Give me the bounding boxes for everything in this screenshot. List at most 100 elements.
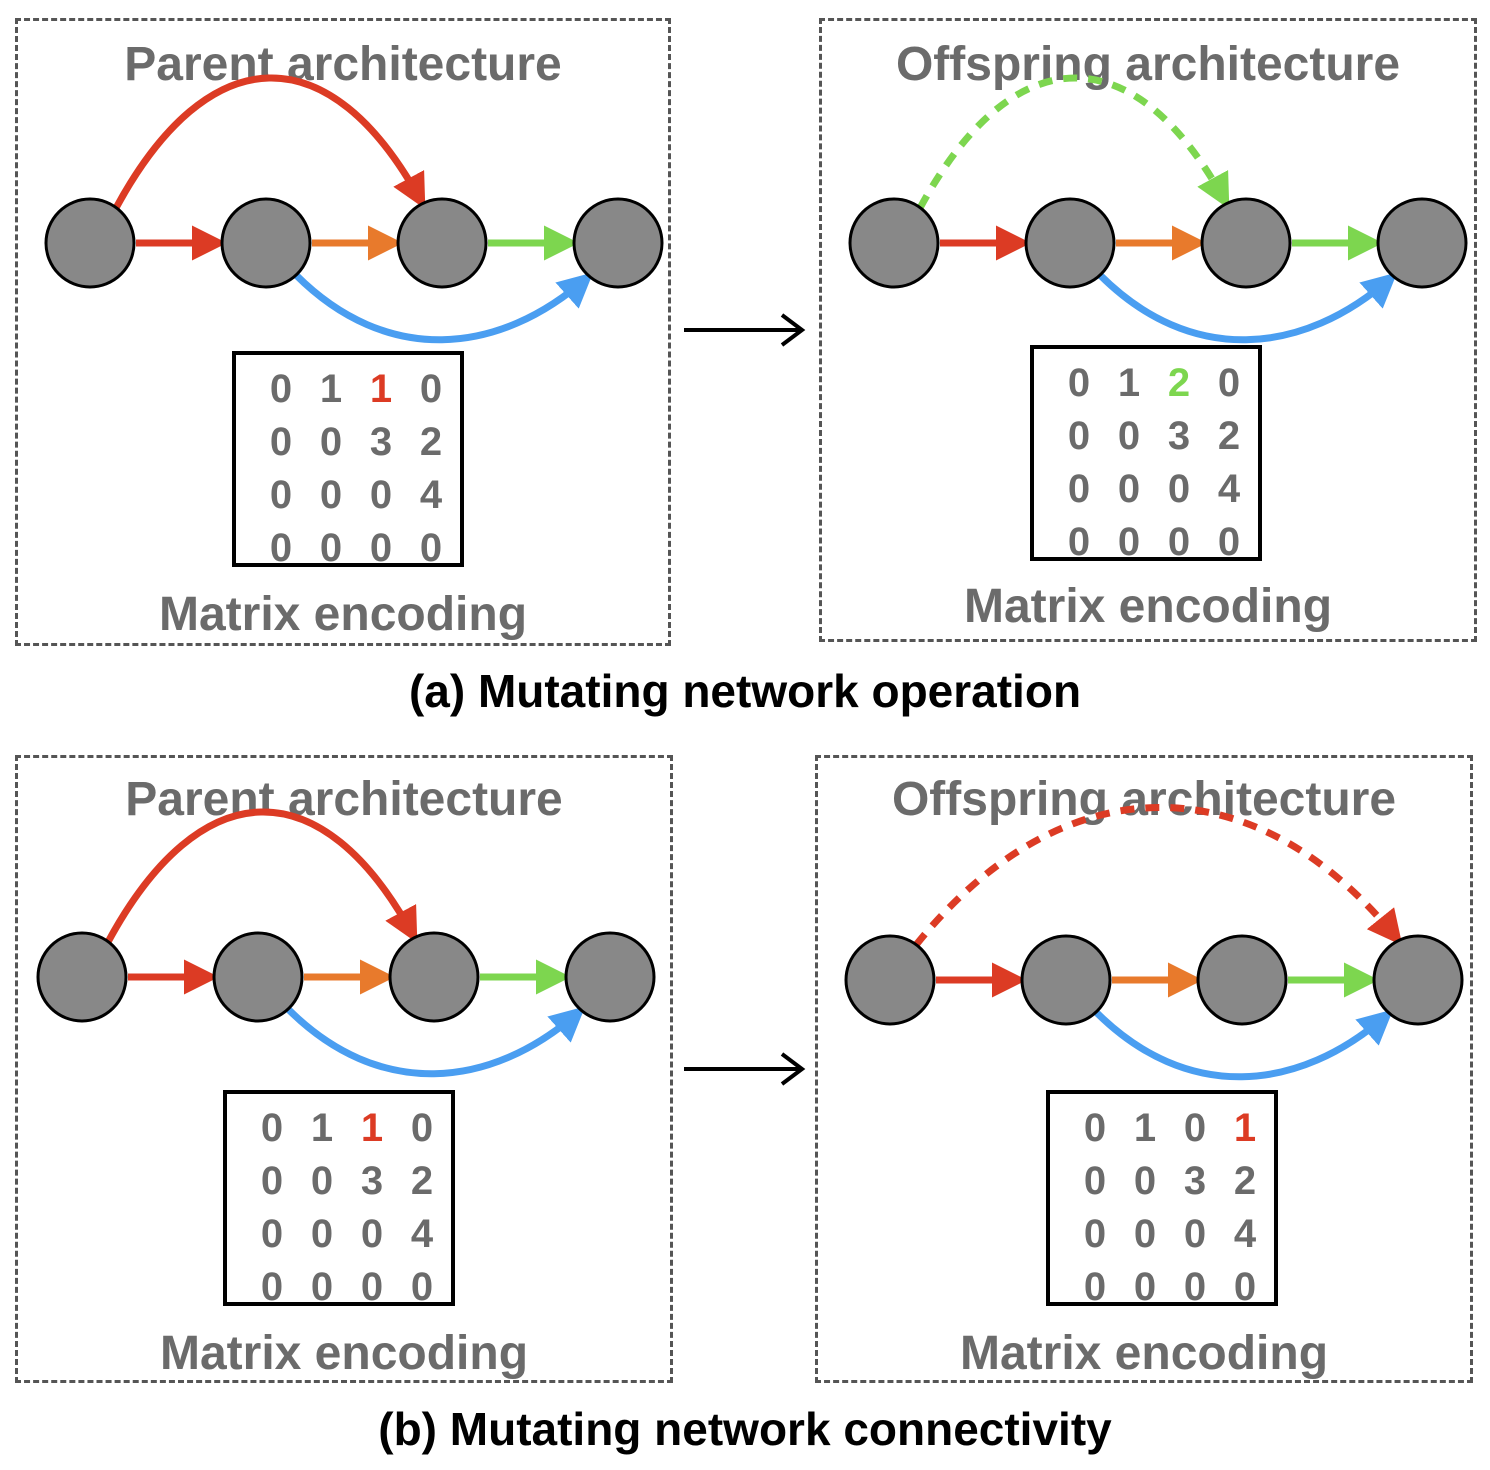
matrix-cell: 4	[410, 1212, 434, 1256]
matrix-cell: 0	[1183, 1106, 1207, 1150]
matrix-cell: 0	[269, 473, 293, 517]
graph-node-1	[212, 931, 304, 1023]
graph-node-0	[36, 931, 128, 1023]
matrix-cell: 0	[369, 526, 393, 570]
edge-1-3	[1093, 1009, 1394, 1081]
matrix-cell: 0	[1183, 1212, 1207, 1256]
matrix-cell: 0	[1167, 520, 1191, 564]
matrix-cell: 0	[1117, 414, 1141, 458]
matrix-cell: 0	[1083, 1159, 1107, 1203]
matrix-cell: 3	[1183, 1159, 1207, 1203]
matrix-cell: 1	[1117, 361, 1141, 405]
matrix-cell: 0	[410, 1265, 434, 1309]
matrix-cell: 4	[419, 473, 443, 517]
matrix-cell: 0	[360, 1265, 384, 1309]
matrix-cell: 0	[269, 526, 293, 570]
matrix-cell: 0	[1067, 361, 1091, 405]
panel-footer: Matrix encoding	[158, 588, 528, 641]
matrix-cell: 0	[260, 1159, 284, 1203]
graph-node-2	[1196, 934, 1288, 1026]
graph-node-2	[388, 931, 480, 1023]
matrix-cell: 0	[1083, 1265, 1107, 1309]
matrix-cell: 3	[369, 420, 393, 464]
matrix-cell: 0	[1117, 467, 1141, 511]
matrix-cell: 0	[419, 367, 443, 411]
matrix-cell: 0	[319, 526, 343, 570]
panel-title: Offspring architecture	[895, 38, 1401, 91]
matrix-cell: 0	[269, 420, 293, 464]
matrix-cell: 0	[360, 1212, 384, 1256]
right-arrow-icon	[684, 313, 806, 347]
graph-node-1	[220, 197, 312, 289]
graph-node-0	[844, 934, 936, 1026]
matrix-cell: 2	[419, 420, 443, 464]
graph-node-0	[848, 197, 940, 289]
matrix-cell: 1	[319, 367, 343, 411]
matrix-cell: 2	[1217, 414, 1241, 458]
right-arrow-icon	[684, 1052, 806, 1086]
edge-1-3	[1097, 272, 1398, 344]
graph-node-3	[1372, 934, 1464, 1026]
edge-0-2-mutated	[916, 74, 1230, 210]
edge-0-2	[112, 74, 426, 210]
matrix-cell: 0	[1167, 467, 1191, 511]
matrix-cell: 0	[1233, 1265, 1257, 1309]
panel-title: Parent architecture	[124, 38, 562, 91]
matrix-cell: 1	[310, 1106, 334, 1150]
architecture-graph	[44, 74, 664, 344]
matrix-cell: 4	[1217, 467, 1241, 511]
graph-node-1	[1024, 197, 1116, 289]
matrix-cell: 0	[310, 1212, 334, 1256]
matrix-cell: 1	[1233, 1106, 1257, 1150]
graph-node-3	[564, 931, 656, 1023]
edge-0-2	[104, 808, 418, 944]
matrix-cell: 0	[1133, 1265, 1157, 1309]
matrix-cell: 0	[410, 1106, 434, 1150]
matrix-cell: 0	[1183, 1265, 1207, 1309]
graph-node-0	[44, 197, 136, 289]
matrix-cell: 0	[319, 420, 343, 464]
caption-a: (a) Mutating network operation	[408, 665, 1082, 717]
matrix-cell: 0	[1217, 361, 1241, 405]
matrix-cell: 3	[1167, 414, 1191, 458]
matrix-cell: 0	[1217, 520, 1241, 564]
matrix-cell: 0	[310, 1159, 334, 1203]
graph-node-1	[1020, 934, 1112, 1026]
matrix-cell: 2	[1233, 1159, 1257, 1203]
matrix-cell: 0	[1083, 1212, 1107, 1256]
matrix-cell: 0	[369, 473, 393, 517]
caption-b: (b) Mutating network connectivity	[378, 1403, 1112, 1455]
architecture-graph	[844, 804, 1464, 1081]
matrix-cell: 0	[1083, 1106, 1107, 1150]
matrix-cell: 0	[310, 1265, 334, 1309]
matrix-cell: 0	[269, 367, 293, 411]
graph-node-2	[1200, 197, 1292, 289]
matrix-cell: 3	[360, 1159, 384, 1203]
matrix-cell: 0	[319, 473, 343, 517]
matrix-cell: 2	[410, 1159, 434, 1203]
matrix-cell: 0	[260, 1265, 284, 1309]
matrix-cell: 1	[360, 1106, 384, 1150]
matrix-cell: 1	[1133, 1106, 1157, 1150]
graph-node-3	[572, 197, 664, 289]
graph-node-2	[396, 197, 488, 289]
matrix-cell: 0	[419, 526, 443, 570]
architecture-graph	[848, 74, 1468, 344]
matrix-cell: 1	[369, 367, 393, 411]
panel-title: Parent architecture	[125, 773, 563, 826]
panel-footer: Matrix encoding	[963, 580, 1333, 633]
edge-0-3-mutated	[913, 804, 1403, 948]
edge-1-3	[293, 272, 594, 344]
matrix-cell: 2	[1167, 361, 1191, 405]
matrix-cell: 0	[260, 1106, 284, 1150]
matrix-cell: 0	[1067, 414, 1091, 458]
